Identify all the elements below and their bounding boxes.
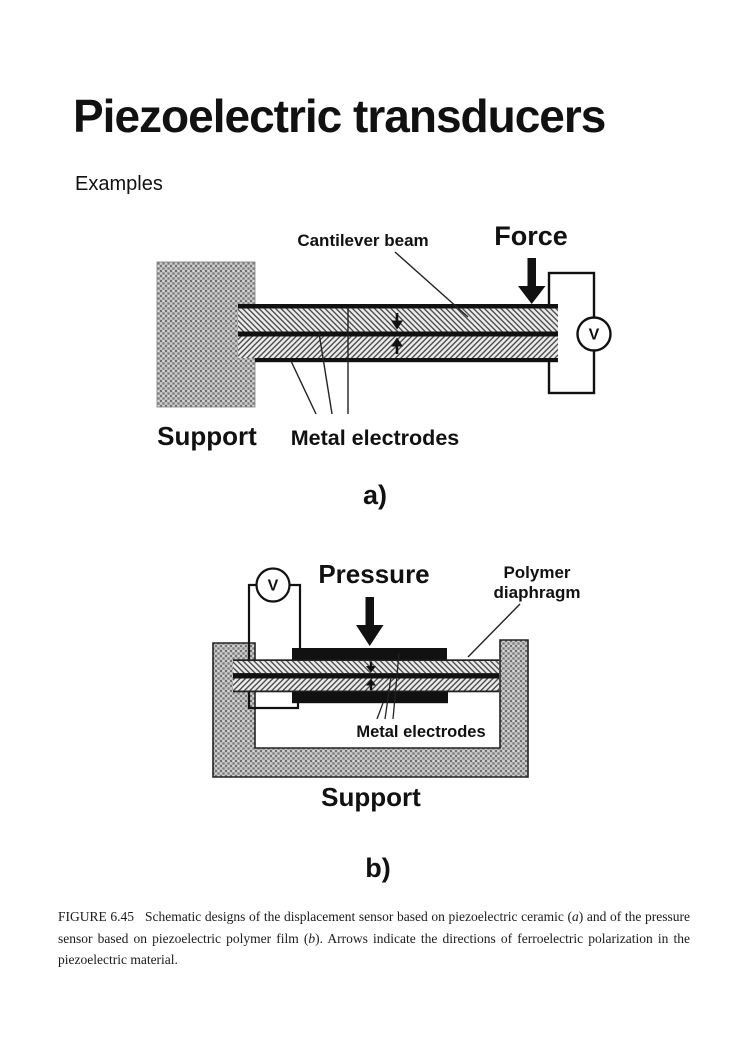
polymer-diaphragm-label-line1: Polymer [503, 563, 570, 582]
electrode-leader-lines-b [376, 652, 400, 720]
beam-leader-line [394, 251, 469, 318]
figure-b-label: b) [365, 853, 390, 883]
pressure-label: Pressure [318, 559, 429, 589]
support-label-b: Support [321, 782, 421, 812]
diaphragm-top-edge [233, 659, 499, 662]
diaphragm-leader-line [467, 603, 521, 658]
bottom-piezo-layer-b [233, 678, 499, 691]
middle-electrode-a [238, 331, 558, 337]
caption-italic-a: a [571, 909, 579, 924]
page-title: Piezoelectric transducers [73, 90, 606, 142]
voltmeter-b [255, 567, 291, 603]
diagram-b-pressure-sensor: V Pressure Polymer diaphragm Metal elect… [212, 559, 581, 883]
voltmeter-a-label: V [589, 327, 600, 344]
bottom-electrode-bar-b [292, 691, 448, 704]
diagram-a-cantilever-sensor: V Cantilever beam Force Support Metal el… [156, 221, 612, 510]
figure-caption-tag: FIGURE 6.45 [58, 909, 135, 924]
pressure-arrow [356, 597, 384, 646]
electrode-leader-lines-a [290, 307, 349, 415]
caption-text-1: Schematic designs of the displacement se… [145, 909, 572, 924]
polymer-diaphragm [233, 659, 499, 693]
caption-text-2: ) and of the pressure sensor based on pi… [58, 909, 690, 946]
polymer-diaphragm-label-line2: diaphragm [494, 583, 581, 602]
force-arrow [518, 258, 546, 304]
metal-electrodes-label-a: Metal electrodes [291, 426, 460, 450]
polarization-arrow-down-b [366, 661, 376, 673]
bottom-electrode-a [255, 358, 558, 363]
polarization-arrow-down-a [391, 313, 403, 330]
voltmeter-b-label: V [268, 578, 279, 595]
figure-caption: FIGURE 6.45 Schematic designs of the disp… [58, 906, 690, 971]
cantilever-beam-label: Cantilever beam [297, 231, 428, 250]
top-electrode-bar-b [292, 648, 447, 660]
polarization-arrow-up-a [391, 337, 403, 354]
diaphragm-bottom-edge [233, 690, 499, 693]
top-piezo-layer-b [233, 661, 499, 674]
caption-italic-b: b [308, 930, 316, 946]
page-subtitle: Examples [75, 173, 163, 195]
voltmeter-circuit-b [247, 583, 302, 710]
voltmeter-a [576, 316, 612, 352]
force-label: Force [494, 221, 568, 251]
support-label-a: Support [157, 421, 257, 451]
middle-electrode-b [233, 673, 499, 679]
polarization-arrow-up-b [366, 678, 376, 690]
figure-a-label: a) [363, 480, 387, 510]
top-electrode-a [238, 304, 558, 309]
metal-electrodes-label-b: Metal electrodes [356, 723, 485, 741]
caption-text-3: ). Arrows indicate the directions of fer… [58, 930, 690, 968]
